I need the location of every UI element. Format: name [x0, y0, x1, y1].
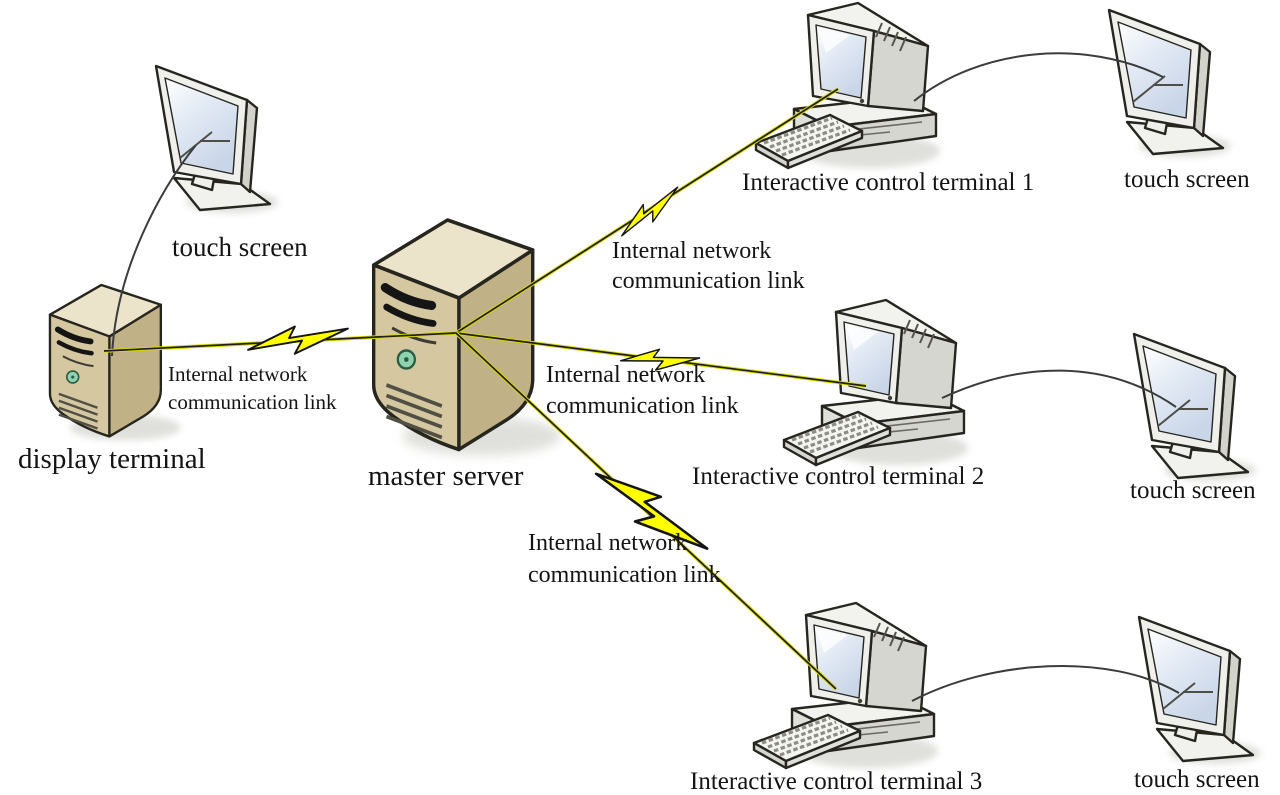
touch-screen-top-left-label: touch screen — [172, 232, 308, 262]
link-2-label-line-1: Internal network — [612, 238, 771, 264]
interactive-terminal-2-computer-icon — [784, 300, 968, 465]
display-terminal-tower-icon — [50, 285, 181, 440]
cable-terminal-1-to-touch-screen — [913, 52, 1164, 102]
master-server-tower-icon — [374, 220, 561, 456]
touch-screen-middle-right-label: touch screen — [1130, 477, 1256, 504]
touch-screen-icon-top-left — [156, 66, 278, 213]
touch-screen-bottom-right-label: touch screen — [1134, 766, 1260, 793]
link-1-label-line-2: communication link — [168, 390, 337, 414]
touch-screen-icon-top-right — [1109, 10, 1231, 157]
link-4-label-line-2: communication link — [528, 562, 721, 588]
link-4-label-line-1: Internal network — [528, 530, 687, 556]
cable-terminal-2-to-touch-screen — [941, 369, 1177, 408]
master-server-label: master server — [368, 460, 524, 492]
interactive-terminal-3-computer-icon — [754, 603, 938, 768]
interactive-control-terminal-1-label: Interactive control terminal 1 — [742, 169, 1034, 196]
link-1-label-line-1: Internal network — [168, 362, 308, 386]
touch-screen-icon-middle-right — [1134, 334, 1256, 481]
display-terminal-label: display terminal — [18, 443, 206, 475]
labels-layer: touch screen display terminal master ser… — [18, 166, 1260, 795]
interactive-control-terminal-2-label: Interactive control terminal 2 — [692, 463, 984, 490]
cable-terminal-3-to-touch-screen — [911, 665, 1180, 702]
interactive-terminal-1-computer-icon — [756, 3, 940, 168]
link-2-label-line-2: communication link — [612, 268, 805, 294]
link-3-label-line-1: Internal network — [546, 362, 705, 388]
touch-screen-icon-bottom-right — [1139, 617, 1261, 764]
monitor-cables-layer — [111, 52, 1180, 702]
link-3-label-line-2: communication link — [546, 393, 739, 419]
interactive-control-terminal-3-label: Interactive control terminal 3 — [690, 768, 982, 795]
cable-display-terminal-to-touch-screen — [111, 144, 197, 357]
touch-screen-top-right-label: touch screen — [1124, 166, 1250, 193]
